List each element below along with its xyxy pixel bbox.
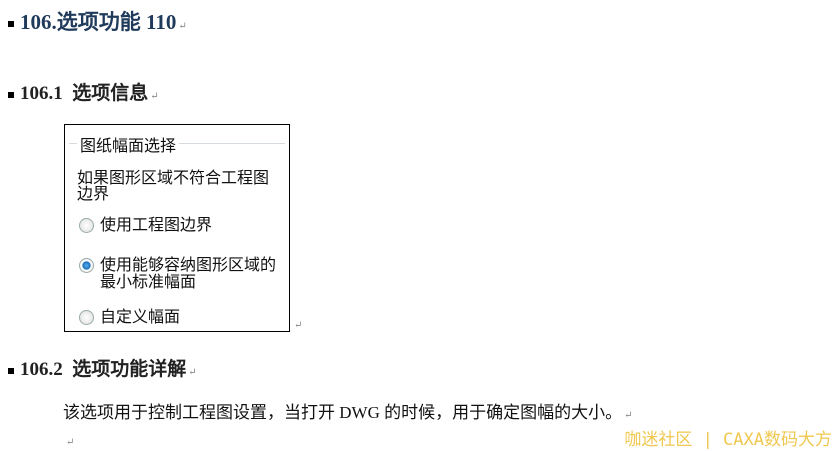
heading-2-info: 106.1 选项信息↵ xyxy=(8,78,159,105)
radio-selected-icon[interactable] xyxy=(79,258,94,273)
bullet xyxy=(8,91,14,98)
radio-icon[interactable] xyxy=(79,218,94,233)
heading-2-text: 106.2 选项功能详解 xyxy=(20,359,187,380)
heading-1-text: 106.选项功能 110 xyxy=(20,10,177,34)
radio-icon[interactable] xyxy=(79,310,94,325)
radio-label: 自定义幅面 xyxy=(100,307,181,326)
body-paragraph: 该选项用于控制工程图设置，当打开 DWG 的时候，用于确定图幅的大小。↵ xyxy=(63,398,633,423)
heading-2-detail: 106.2 选项功能详解↵ xyxy=(8,354,197,381)
paragraph-mark: ↵ xyxy=(624,410,633,421)
radio-custom-size[interactable]: 自定义幅面 xyxy=(79,308,180,325)
bullet xyxy=(8,367,14,374)
panel-description: 如果图形区域不符合工程图边界 xyxy=(77,168,270,203)
bullet xyxy=(8,21,14,28)
paragraph-mark: ↵ xyxy=(178,21,187,32)
radio-label: 使用能够容纳图形区域的最小标准幅面 xyxy=(100,255,277,291)
paragraph-mark: ↵ xyxy=(66,437,75,448)
paragraph-mark: ↵ xyxy=(188,367,197,378)
paper-size-panel: 图纸幅面选择 如果图形区域不符合工程图边界 使用工程图边界 使用能够容纳图形区域… xyxy=(64,124,290,332)
heading-1: 106.选项功能 110↵ xyxy=(8,6,187,36)
watermark: 咖迷社区 | CAXA数码大方 xyxy=(624,430,832,450)
group-legend: 图纸幅面选择 xyxy=(77,132,180,156)
paragraph-mark: ↵ xyxy=(294,320,303,331)
body-text: 该选项用于控制工程图设置，当打开 DWG 的时候，用于确定图幅的大小。 xyxy=(63,403,623,422)
heading-2-text: 106.1 选项信息 xyxy=(20,83,149,104)
radio-min-standard-size[interactable]: 使用能够容纳图形区域的最小标准幅面 xyxy=(79,256,284,290)
radio-use-drawing-border[interactable]: 使用工程图边界 xyxy=(79,216,212,233)
radio-label: 使用工程图边界 xyxy=(100,215,213,234)
paragraph-mark: ↵ xyxy=(150,91,159,102)
